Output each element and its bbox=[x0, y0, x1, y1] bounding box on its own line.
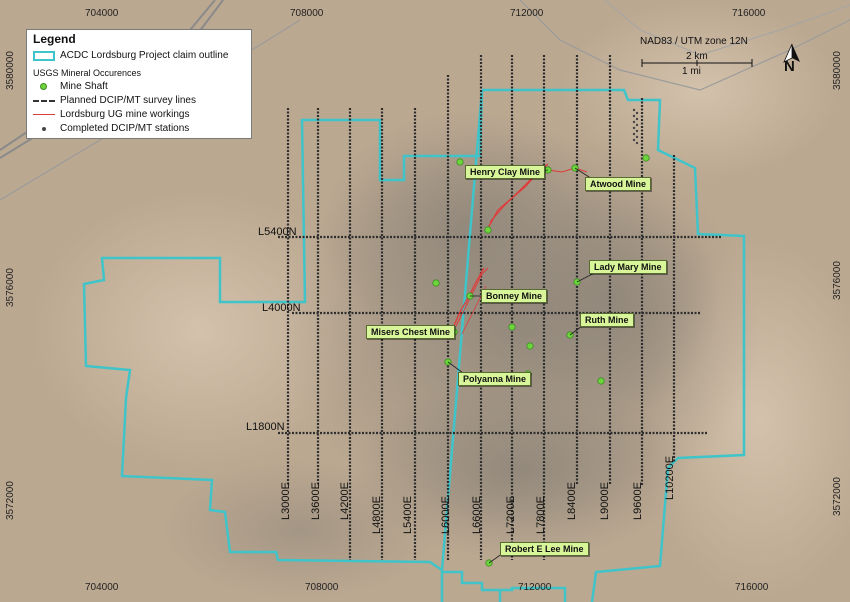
claim-outline bbox=[82, 88, 746, 602]
station-dot bbox=[632, 114, 636, 118]
ns-line-label: L8400E bbox=[566, 482, 578, 520]
station-dot bbox=[632, 126, 636, 130]
mine-label-henry-clay[interactable]: Henry Clay Mine bbox=[465, 165, 546, 179]
coord-left-y: 3576000 bbox=[5, 268, 16, 307]
station-dot bbox=[635, 129, 639, 133]
ew-line-label: L1800N bbox=[246, 421, 285, 433]
coord-left-y: 3572000 bbox=[5, 481, 16, 520]
mine-label-robert-e-lee[interactable]: Robert E Lee Mine bbox=[500, 542, 589, 556]
legend-title: Legend bbox=[33, 32, 76, 46]
station-dot bbox=[632, 138, 636, 142]
ns-line-label: L7200E bbox=[505, 496, 517, 534]
station-dot bbox=[635, 111, 639, 115]
coord-right-y: 3576000 bbox=[832, 261, 843, 300]
scale-km-label: 2 km bbox=[686, 51, 708, 62]
mine-shaft-marker[interactable] bbox=[432, 279, 440, 287]
ns-line-label: L6600E bbox=[471, 496, 483, 534]
mine-shaft-marker[interactable] bbox=[456, 158, 464, 166]
ns-line-label: L9600E bbox=[632, 482, 644, 520]
ns-line-label: L10200E bbox=[664, 455, 676, 500]
station-dot bbox=[635, 135, 639, 139]
mine-label-atwood[interactable]: Atwood Mine bbox=[585, 177, 651, 191]
station-dot bbox=[635, 141, 639, 145]
ns-line-label: L5400E bbox=[402, 496, 414, 534]
legend-item-completed-stations: Completed DCIP/MT stations bbox=[33, 122, 189, 135]
mine-shaft-swatch-icon bbox=[33, 82, 55, 92]
legend-item-usgs-header: USGS Mineral Occurences bbox=[33, 68, 142, 79]
mine-label-ruth[interactable]: Ruth Mine bbox=[580, 313, 634, 327]
road bbox=[519, 0, 850, 91]
coord-top-x: 712000 bbox=[510, 8, 544, 19]
legend-item-mine-workings: Lordsburg UG mine workings bbox=[33, 108, 190, 121]
ns-line-label: L6000E bbox=[440, 496, 452, 534]
legend-item-planned-lines: Planned DCIP/MT survey lines bbox=[33, 94, 196, 107]
legend-item-mine-shaft: Mine Shaft bbox=[33, 80, 108, 93]
mine-label-polyanna[interactable]: Polyanna Mine bbox=[458, 372, 532, 386]
road bbox=[604, 0, 850, 56]
scale-bar bbox=[641, 59, 753, 67]
ns-line-label: L4200E bbox=[339, 482, 351, 520]
red-line-swatch-icon bbox=[33, 110, 55, 120]
coord-right-y: 3580000 bbox=[832, 51, 843, 90]
claim-outline-swatch-icon bbox=[33, 50, 55, 61]
legend: Legend ACDC Lordsburg Project claim outl… bbox=[26, 29, 252, 139]
mine-shaft-marker[interactable] bbox=[508, 323, 516, 331]
station-dot bbox=[635, 123, 639, 127]
coord-top-x: 704000 bbox=[85, 8, 119, 19]
mine-label-lady-mary[interactable]: Lady Mary Mine bbox=[589, 260, 667, 274]
coord-top-x: 716000 bbox=[732, 8, 766, 19]
ew-line-label: L5400N bbox=[258, 226, 297, 238]
ns-line-label: L3000E bbox=[280, 482, 292, 520]
coord-bottom-x: 704000 bbox=[85, 582, 119, 593]
station-dot bbox=[632, 132, 636, 136]
legend-item-claim-outline: ACDC Lordsburg Project claim outline bbox=[33, 49, 228, 62]
coord-bottom-x: 712000 bbox=[518, 582, 552, 593]
north-label: N bbox=[784, 58, 795, 75]
mine-label-misers-chest[interactable]: Misers Chest Mine bbox=[366, 325, 456, 339]
ns-line-label: L9000E bbox=[599, 482, 611, 520]
mine-shaft-marker[interactable] bbox=[484, 226, 492, 234]
coord-bottom-x: 708000 bbox=[305, 582, 339, 593]
coord-bottom-x: 716000 bbox=[735, 582, 769, 593]
station-dot-swatch-icon bbox=[33, 124, 55, 134]
coord-top-x: 708000 bbox=[290, 8, 324, 19]
north-arrow-icon: N bbox=[780, 42, 804, 78]
station-dot bbox=[632, 108, 636, 112]
mine-shaft-marker[interactable] bbox=[526, 342, 534, 350]
coord-left-y: 3580000 bbox=[5, 51, 16, 90]
scale-mi-label: 1 mi bbox=[682, 66, 701, 77]
dashed-line-swatch-icon bbox=[33, 96, 55, 106]
ns-line-label: L3600E bbox=[310, 482, 322, 520]
ns-line-label: L7800E bbox=[535, 496, 547, 534]
ns-line-label: L4800E bbox=[371, 496, 383, 534]
mine-shaft-marker[interactable] bbox=[642, 154, 650, 162]
mine-shaft-marker[interactable] bbox=[597, 377, 605, 385]
mine-label-bonney[interactable]: Bonney Mine bbox=[481, 289, 548, 303]
station-dot bbox=[635, 117, 639, 121]
coord-right-y: 3572000 bbox=[832, 477, 843, 516]
station-dot bbox=[632, 120, 636, 124]
projection-label: NAD83 / UTM zone 12N bbox=[640, 36, 748, 47]
ew-line-label: L4000N bbox=[262, 302, 301, 314]
